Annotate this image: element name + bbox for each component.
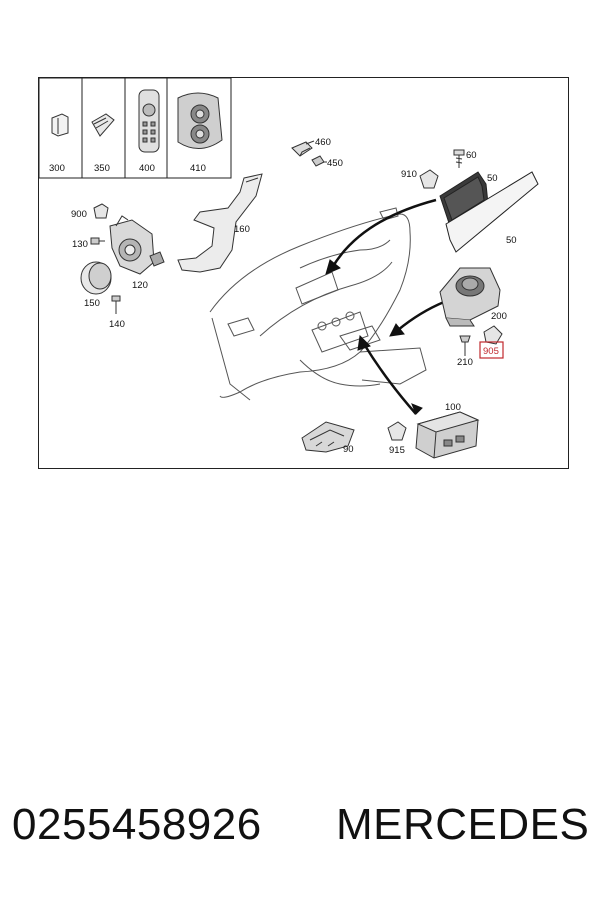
callout-160[interactable]: 160 (234, 224, 250, 235)
legend-boxes (38, 77, 232, 179)
callout-50-lower[interactable]: 50 (506, 235, 517, 246)
callout-460[interactable]: 460 (315, 137, 331, 148)
part-210-screw[interactable] (459, 335, 471, 356)
dashboard-outline (209, 207, 427, 401)
callout-60[interactable]: 60 (466, 150, 477, 161)
part-350-pad[interactable] (91, 113, 115, 137)
part-120-switch[interactable] (109, 215, 165, 275)
callout-300[interactable]: 300 (49, 163, 65, 174)
callout-90[interactable]: 90 (343, 444, 354, 455)
part-100-head-unit[interactable] (415, 411, 480, 459)
part-60-screw[interactable] (453, 149, 465, 168)
callout-905-highlight-box (479, 341, 504, 359)
footer: 0255458926 MERCEDES (12, 800, 592, 860)
callout-labels: 300 350 400 410 460 450 60 910 50 50 900… (49, 137, 517, 456)
callout-200[interactable]: 200 (491, 311, 507, 322)
callout-130[interactable]: 130 (72, 239, 88, 250)
part-910-clip[interactable] (419, 169, 439, 189)
callout-915[interactable]: 915 (389, 445, 405, 456)
part-460-sensor[interactable] (291, 140, 315, 157)
part-50-display[interactable] (439, 171, 539, 253)
part-number: 0255458926 (12, 800, 262, 849)
part-200-controller[interactable] (439, 267, 501, 327)
callout-900[interactable]: 900 (71, 209, 87, 220)
part-300-clip[interactable] (51, 113, 69, 137)
part-410-cover[interactable] (177, 92, 223, 149)
part-140-screw[interactable] (111, 295, 121, 314)
part-915-clip[interactable] (387, 421, 407, 441)
callout-410[interactable]: 410 (190, 163, 206, 174)
callout-150[interactable]: 150 (84, 298, 100, 309)
parts-diagram-frame (38, 77, 569, 469)
callout-350[interactable]: 350 (94, 163, 110, 174)
brand-name: MERCEDES (336, 800, 590, 849)
arrows (325, 198, 445, 415)
callout-120[interactable]: 120 (132, 280, 148, 291)
callout-50-upper[interactable]: 50 (487, 173, 498, 184)
part-130-screw[interactable] (90, 237, 105, 245)
part-450-sensor[interactable] (311, 155, 327, 167)
part-900-clip[interactable] (93, 203, 109, 219)
callout-100[interactable]: 100 (445, 402, 461, 413)
callout-400[interactable]: 400 (139, 163, 155, 174)
callout-210[interactable]: 210 (457, 357, 473, 368)
part-905-clip[interactable] (483, 325, 503, 345)
part-160-duct[interactable] (177, 173, 263, 273)
part-150-knob[interactable] (80, 261, 112, 295)
callout-140[interactable]: 140 (109, 319, 125, 330)
part-400-remote[interactable] (138, 89, 160, 153)
callout-905[interactable]: 905 (483, 346, 499, 357)
callout-910[interactable]: 910 (401, 169, 417, 180)
callout-450[interactable]: 450 (327, 158, 343, 169)
part-90-bracket[interactable] (301, 421, 355, 453)
